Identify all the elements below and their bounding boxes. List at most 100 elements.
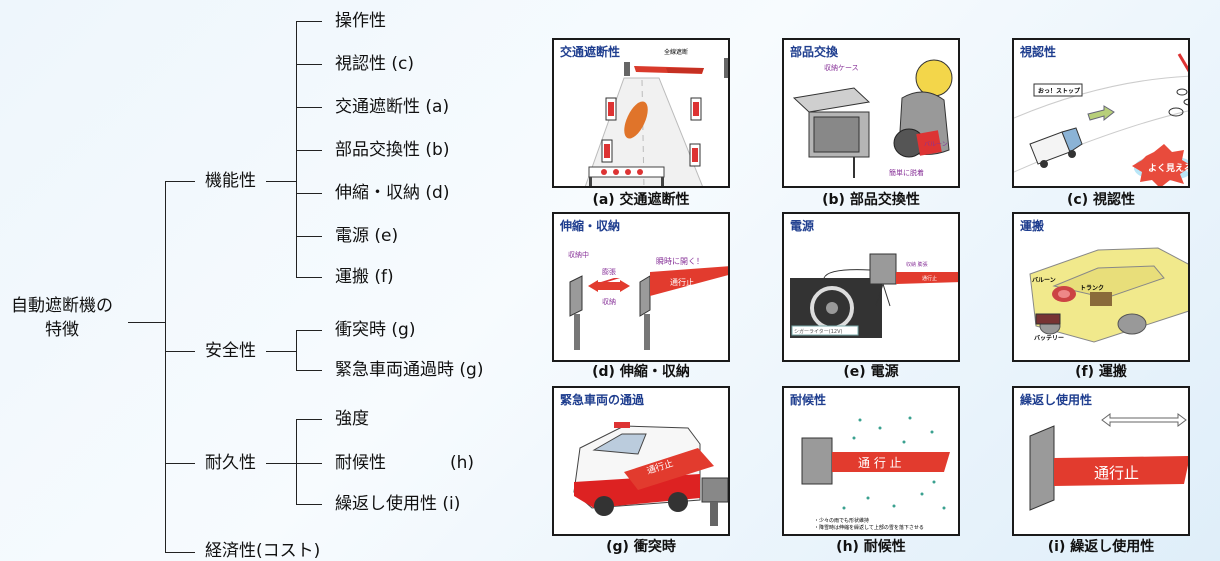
label-easy-attach: 簡単に脱着 [889,168,924,177]
card-weather-resistance: 通 行 止 ・少々の雨でも形状維持 ・降雪時は伸縮を繰返して上部の雪を落下させる… [782,386,960,536]
card-traffic-blocking: 全線遮断 交通遮断性 [552,38,730,188]
emergency-vehicle-illustration: 通行止 [573,422,728,526]
caption-f: (f) 運搬 [1075,364,1127,380]
root-label: 自動遮断機の 特徴 [2,294,122,342]
note-rain: ・少々の雨でも形状維持 [814,517,869,524]
card-title: 緊急車両の通過 [560,393,645,407]
group-label-durability: 耐久性 [205,453,256,473]
connector [266,181,296,183]
card-extension-storage: 収納中 膨張 収納 瞬時に開く！ 通行止 伸縮・収納 [552,212,730,362]
label-battery: バッテリー [1034,334,1064,342]
card-title: 視認性 [1020,45,1057,59]
connector [165,463,195,465]
card-visibility: おっ！ストップ よく見える 視認性 [1012,38,1190,188]
connector [296,330,298,370]
connector [296,277,322,279]
caption-b: (b) 部品交換性 [822,192,920,208]
connector [296,21,322,23]
item-parts-replacement: 部品交換性 (b) [335,140,450,160]
connector [165,552,195,554]
connector [165,181,195,183]
card-title: 伸縮・収納 [560,219,621,233]
card-power: シガーライター(12V) 収納 膨張 通行止 電源 [782,212,960,362]
label-oh-stop: おっ！ストップ [1038,87,1081,95]
label-full-lane-block: 全線遮断 [664,48,688,56]
traffic-blocking-illustration: 全線遮断 [584,48,728,186]
caption-a: (a) 交通遮断性 [592,192,690,208]
label-store-inflate: 収納 膨張 [906,261,928,268]
group-label-safety: 安全性 [205,341,256,361]
label-balloon: バルーン [1032,276,1056,284]
label-trunk: トランク [1080,284,1104,292]
note-snow: ・降雪時は伸縮を繰返して上部の雪を落下させる [814,524,924,531]
connector [296,330,322,332]
connector [296,64,322,66]
connector [296,419,298,504]
label-opens-instantly: 瞬時に開く！ [656,257,704,266]
repeated-use-illustration: 通行止 [1029,413,1188,511]
parts-replacement-illustration: 収納ケース バルーン 簡単に脱着 [792,59,953,178]
label-closed: 通 行 止 [858,456,902,470]
group-label-economy: 経済性(コスト) [205,541,321,561]
label-stored: 収納中 [568,250,589,259]
item-repeated-use: 繰返し使用性 (i) [335,494,461,514]
label-closed: 通行止 [1094,464,1139,482]
item-weather-resistance: 耐候性 [335,453,386,473]
transport-illustration: バルーン トランク バッテリー [1029,247,1188,343]
label-cigar-lighter: シガーライター(12V) [794,328,843,335]
label-storage-case: 収納ケース [824,63,859,72]
power-illustration: シガーライター(12V) 収納 膨張 通行止 [790,253,958,338]
item-collision: 衝突時 (g) [335,320,416,340]
card-parts-replacement: 収納ケース バルーン 簡単に脱着 部品交換 [782,38,960,188]
group-label-functionality: 機能性 [205,171,256,191]
item-extension-storage: 伸縮・収納 (d) [335,183,450,203]
card-title: 運搬 [1020,219,1045,233]
label-closed: 通行止 [670,277,694,287]
caption-c: (c) 視認性 [1067,192,1135,208]
label-inflate: 膨張 [602,267,616,276]
weather-resistance-illustration: 通 行 止 ・少々の雨でも形状維持 ・降雪時は伸縮を繰返して上部の雪を落下させる [801,416,950,531]
root-line-2: 特徴 [45,320,79,340]
connector [296,419,322,421]
connector [296,150,322,152]
card-transport: バルーン トランク バッテリー 運搬 [1012,212,1190,362]
connector [128,322,165,324]
item-visibility: 視認性 (c) [335,54,415,74]
label-store: 収納 [602,297,616,306]
card-title: 繰返し使用性 [1020,393,1093,407]
item-operability: 操作性 [335,11,386,31]
label-closed: 通行止 [922,275,937,282]
card-title: 耐候性 [790,393,827,407]
connector [296,236,322,238]
extension-storage-illustration: 収納中 膨張 収納 瞬時に開く！ 通行止 [568,250,728,350]
card-emergency-vehicle: 通行止 緊急車両の通過 [552,386,730,536]
caption-i: (i) 繰返し使用性 [1047,539,1155,555]
connector [296,193,322,195]
caption-d: (d) 伸縮・収納 [592,364,690,380]
card-title: 交通遮断性 [560,45,621,59]
connector [296,463,322,465]
label-balloon: バルーン [924,141,948,148]
feature-tree: 自動遮断機の 特徴 機能性 操作性 視認性 (c) 交通遮断性 (a) 部品交換… [0,0,540,561]
item-strength: 強度 [335,409,369,429]
connector [165,351,195,353]
connector [165,181,167,553]
connector [296,107,322,109]
card-title: 電源 [790,219,815,233]
card-title: 部品交換 [790,45,839,59]
item-weather-resistance-ref: (h) [450,453,475,473]
card-repeated-use: 通行止 繰返し使用性 [1012,386,1190,536]
item-traffic-blocking: 交通遮断性 (a) [335,97,450,117]
item-transport: 運搬 (f) [335,267,394,287]
connector [296,21,298,277]
root-line-1: 自動遮断機の [11,296,113,316]
connector [266,351,296,353]
connector [296,504,322,506]
connector [266,463,296,465]
item-power: 電源 (e) [335,226,399,246]
connector [296,370,322,372]
caption-e: (e) 電源 [843,364,899,380]
caption-h: (h) 耐候性 [836,539,906,555]
caption-g: (g) 衝突時 [606,539,676,555]
label-visible: よく見える [1148,163,1190,174]
